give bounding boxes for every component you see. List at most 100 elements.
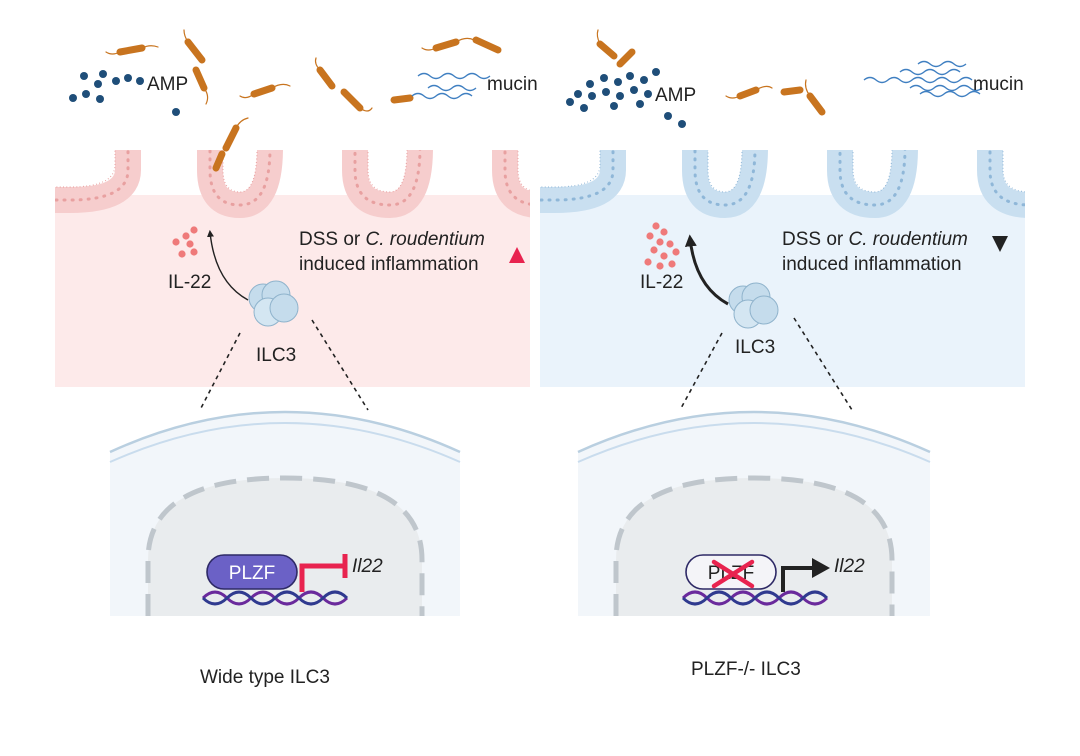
right-gene-label: Il22 — [834, 556, 865, 577]
left-plzf-protein — [206, 554, 298, 590]
left-inflammation-text-line2: induced inflammation — [299, 254, 479, 275]
amp-dot — [678, 120, 686, 128]
amp-dot — [172, 108, 180, 116]
amp-dot — [94, 80, 102, 88]
left-dna-helix — [201, 590, 349, 606]
left-cell-label: ILC3 — [256, 345, 296, 366]
amp-dot — [580, 104, 588, 112]
bacterium-icon — [804, 79, 826, 116]
right-mucin — [863, 60, 983, 98]
amp-dot — [600, 74, 608, 82]
right-inflammation-text-line1: DSS or C. roudentium — [782, 229, 968, 250]
amp-dot — [99, 70, 107, 78]
right-ilc3-cell — [728, 282, 779, 329]
amp-dot — [80, 72, 88, 80]
right-tissue-background — [540, 195, 1025, 387]
amp-dot — [636, 100, 644, 108]
bacterium-icon — [314, 57, 336, 90]
left-caption: Wide type ILC3 — [200, 667, 330, 688]
right-il22-dots — [644, 222, 680, 270]
right-mucin-label: mucin — [973, 74, 1024, 95]
activation-arrow-icon — [781, 558, 830, 592]
amp-dot — [644, 90, 652, 98]
right-dna-helix — [681, 590, 829, 606]
il22-dot — [190, 226, 198, 234]
bacterium-icon — [472, 36, 502, 54]
il22-dot — [668, 260, 676, 268]
right-epithelium — [540, 150, 1025, 218]
right-amp-dots — [566, 68, 686, 128]
bacterium-icon — [780, 86, 804, 96]
bacterium-icon — [222, 117, 249, 152]
bacterium-icon — [616, 48, 636, 68]
amp-dot — [652, 68, 660, 76]
il22-dot — [644, 258, 652, 266]
left-protein-label: PLZF — [229, 563, 275, 584]
right-cell-label: ILC3 — [735, 337, 775, 358]
amp-dot — [664, 112, 672, 120]
il22-dot — [182, 232, 190, 240]
amp-dot — [69, 94, 77, 102]
left-epithelium — [55, 150, 530, 218]
amp-dot — [630, 86, 638, 94]
il22-dot — [672, 248, 680, 256]
left-tissue-background — [55, 195, 530, 387]
bacterium-icon — [421, 37, 475, 52]
right-caption: PLZF-/- ILC3 — [691, 659, 801, 680]
left-il22-dots — [172, 226, 198, 258]
left-amp-dots — [69, 70, 180, 116]
amp-dot — [82, 90, 90, 98]
il22-dot — [660, 252, 668, 260]
bacterium-icon — [340, 88, 373, 112]
left-zoom-line — [311, 319, 369, 411]
left-secretion-arrow — [207, 229, 249, 301]
amp-dot — [112, 77, 120, 85]
right-bacteria — [596, 29, 826, 116]
amp-dot — [614, 78, 622, 86]
left-mucin — [411, 72, 491, 100]
bacterium-icon — [183, 29, 206, 64]
amp-dot — [588, 92, 596, 100]
il22-dot — [172, 238, 180, 246]
knockout-x-icon — [711, 559, 755, 589]
left-cytokine-label: IL-22 — [168, 272, 211, 293]
decrease-triangle-icon — [992, 236, 1008, 252]
il22-dot — [190, 248, 198, 256]
amp-dot — [626, 72, 634, 80]
left-amp-label: AMP — [147, 74, 188, 95]
amp-dot — [640, 76, 648, 84]
right-panel: AMP mucin IL-22 — [540, 29, 1025, 680]
increase-triangle-icon — [509, 247, 525, 263]
il22-dot — [646, 232, 654, 240]
bacterium-icon — [239, 83, 291, 99]
amp-dot — [616, 92, 624, 100]
il22-dot — [656, 238, 664, 246]
il22-dot — [660, 228, 668, 236]
amp-dot — [136, 77, 144, 85]
il22-dot — [656, 262, 664, 270]
right-amp-label: AMP — [655, 85, 696, 106]
amp-dot — [124, 74, 132, 82]
inhibition-icon — [299, 554, 348, 592]
amp-dot — [610, 102, 618, 110]
il22-dot — [652, 222, 660, 230]
amp-dot — [602, 88, 610, 96]
left-panel: AMP mucin — [55, 29, 538, 688]
il22-dot — [178, 250, 186, 258]
left-ilc3-cell — [248, 280, 299, 327]
amp-dot — [96, 95, 104, 103]
left-bacteria — [105, 29, 502, 172]
left-gene-label: Il22 — [352, 556, 383, 577]
right-inflammation-text-line2: induced inflammation — [782, 254, 962, 275]
left-mucin-label: mucin — [487, 74, 538, 95]
right-zoom-line — [679, 332, 723, 411]
amp-dot — [566, 98, 574, 106]
bacterium-icon — [212, 150, 226, 172]
left-zoom-line — [199, 332, 241, 411]
right-cytokine-label: IL-22 — [640, 272, 683, 293]
bacterium-icon — [596, 29, 618, 60]
il22-dot — [650, 246, 658, 254]
right-enlarged-cell — [577, 410, 931, 616]
left-inflammation-text-line1: DSS or C. roudentium — [299, 229, 485, 250]
